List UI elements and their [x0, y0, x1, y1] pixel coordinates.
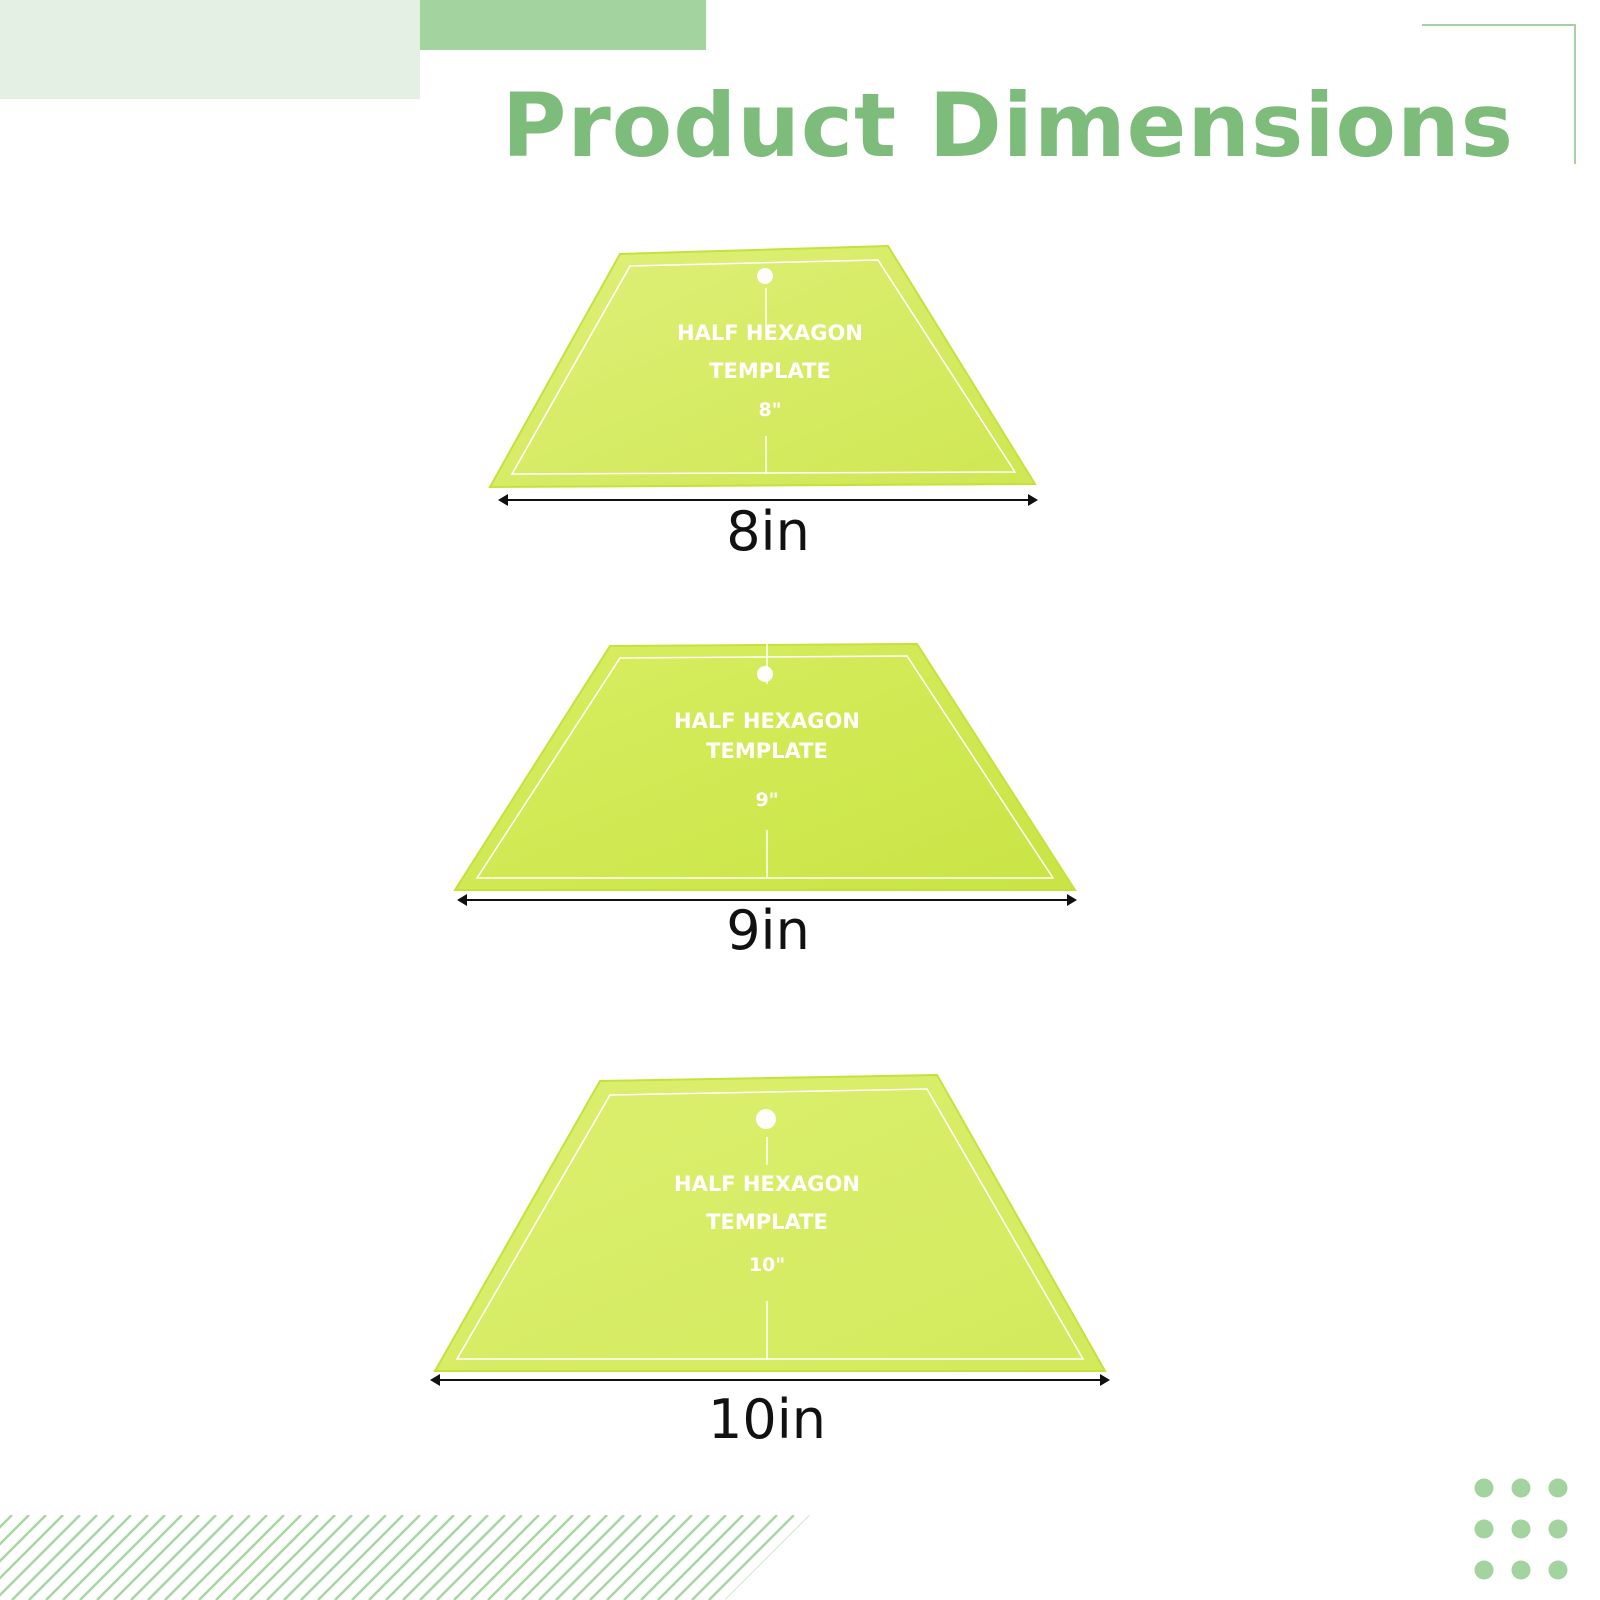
dot: [1548, 1560, 1568, 1580]
template-subtitle: TEMPLATE: [709, 359, 831, 383]
hatch-line: [79, 1515, 166, 1600]
hatch-line: [0, 1515, 30, 1600]
double-arrow-icon: [430, 1374, 1110, 1386]
hatch-line: [436, 1515, 523, 1600]
dot: [1474, 1478, 1494, 1498]
hanging-hole-icon: [756, 1109, 776, 1129]
dot: [1548, 1478, 1568, 1498]
template-10in: HALF HEXAGON TEMPLATE 10": [433, 1073, 1107, 1372]
dot: [1511, 1519, 1531, 1539]
hatch-line: [572, 1515, 659, 1600]
decorative-dot-grid: [1474, 1478, 1568, 1580]
hatch-line: [62, 1515, 149, 1600]
hatch-line: [232, 1515, 319, 1600]
double-arrow-icon: [498, 494, 1038, 506]
hatch-line: [283, 1515, 370, 1600]
dimension-label-9in: 9in: [726, 899, 810, 962]
dimension-label-8in: 8in: [726, 500, 810, 563]
hatch-line: [657, 1515, 744, 1600]
hatch-line: [708, 1515, 795, 1600]
hatch-line: [147, 1515, 234, 1600]
dot: [1474, 1519, 1494, 1539]
hatch-line: [487, 1515, 574, 1600]
hanging-hole-icon: [757, 666, 773, 682]
template-name: HALF HEXAGON: [677, 321, 863, 345]
hatch-line: [0, 1515, 47, 1600]
hatch-line: [470, 1515, 557, 1600]
hatch-line: [555, 1515, 642, 1600]
template-size-mark: 8": [758, 399, 781, 421]
template-name: HALF HEXAGON: [674, 1172, 860, 1196]
hatch-line: [640, 1515, 727, 1600]
hatch-line: [0, 1515, 81, 1600]
hatch-line: [368, 1515, 455, 1600]
template-9in: HALF HEXAGON TEMPLATE 9": [453, 642, 1077, 891]
hatch-line: [11, 1515, 98, 1600]
hatch-line: [674, 1515, 761, 1600]
hatch-line: [776, 1515, 810, 1600]
decorative-hatch-pattern: [0, 1515, 820, 1600]
hatch-line: [300, 1515, 387, 1600]
hatch-line: [811, 1515, 820, 1600]
hatch-line: [215, 1515, 302, 1600]
double-arrow-icon: [457, 894, 1077, 906]
hatch-line: [334, 1515, 421, 1600]
dot: [1474, 1560, 1494, 1580]
hatch-line: [0, 1515, 64, 1600]
hatch-line: [419, 1515, 506, 1600]
hatch-line: [181, 1515, 268, 1600]
decorative-corner-bracket: [1422, 24, 1576, 164]
decorative-banner-green: [420, 0, 706, 50]
hatch-line: [266, 1515, 353, 1600]
hatch-line: [623, 1515, 710, 1600]
template-name: HALF HEXAGON: [674, 709, 860, 733]
hatch-line: [691, 1515, 778, 1600]
hatch-line: [725, 1515, 810, 1600]
template-8in: HALF HEXAGON TEMPLATE 8": [488, 244, 1037, 489]
dot: [1511, 1478, 1531, 1498]
hatch-line: [113, 1515, 200, 1600]
hatch-line: [28, 1515, 115, 1600]
hatch-line: [606, 1515, 693, 1600]
hatch-line: [504, 1515, 591, 1600]
hatch-line: [130, 1515, 217, 1600]
hanging-hole-icon: [757, 268, 773, 284]
hatch-line: [317, 1515, 404, 1600]
decorative-banner-light: [0, 0, 420, 99]
dot: [1511, 1560, 1531, 1580]
hatch-line: [351, 1515, 438, 1600]
hatch-line: [249, 1515, 336, 1600]
hatch-line: [385, 1515, 472, 1600]
template-subtitle: TEMPLATE: [706, 1210, 828, 1234]
hatch-line: [589, 1515, 676, 1600]
hatch-line: [793, 1515, 810, 1600]
hatch-line: [521, 1515, 608, 1600]
template-subtitle: TEMPLATE: [706, 739, 828, 763]
hatch-line: [198, 1515, 285, 1600]
page-title: Product Dimensions: [501, 74, 1514, 177]
dimension-label-10in: 10in: [708, 1388, 826, 1451]
hatch-line: [759, 1515, 810, 1600]
template-size-mark: 10": [749, 1254, 785, 1276]
template-size-mark: 9": [755, 789, 778, 811]
hatch-line: [402, 1515, 489, 1600]
hatch-line: [453, 1515, 540, 1600]
hatch-line: [45, 1515, 132, 1600]
dot: [1548, 1519, 1568, 1539]
hatch-line: [96, 1515, 183, 1600]
hatch-line: [164, 1515, 251, 1600]
hatch-line: [538, 1515, 625, 1600]
